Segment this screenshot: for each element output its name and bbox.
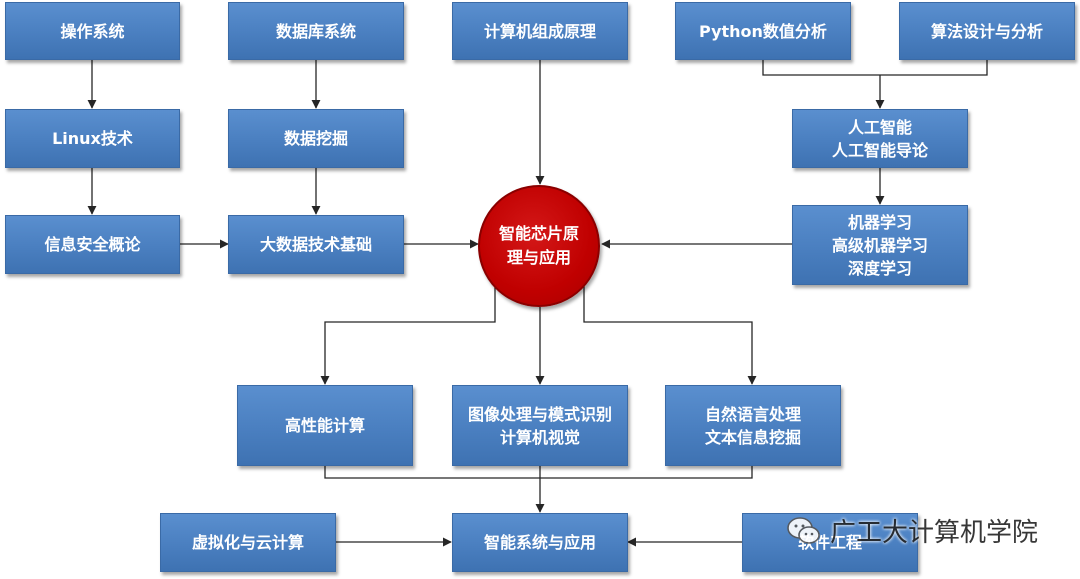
node-os: 操作系统 — [5, 2, 180, 60]
watermark-text: 广工大计算机学院 — [830, 518, 1039, 548]
node-algo: 算法设计与分析 — [899, 2, 1075, 60]
node-nlp: 自然语言处理 文本信息挖掘 — [665, 385, 841, 466]
node-mining: 数据挖掘 — [228, 109, 404, 168]
edge-python-algo-merge — [762, 60, 988, 76]
node-linux: Linux技术 — [5, 109, 180, 168]
node-arch: 计算机组成原理 — [452, 2, 628, 60]
node-sys: 智能系统与应用 — [452, 513, 628, 572]
node-security: 信息安全概论 — [5, 215, 180, 274]
edge-center-nlp — [583, 279, 757, 385]
node-bigdata: 大数据技术基础 — [228, 215, 404, 274]
wechat-icon — [787, 516, 820, 544]
watermark: 广工大计算机学院 — [786, 512, 1038, 549]
node-ml: 机器学习 高级机器学习 深度学习 — [792, 205, 968, 285]
node-db: 数据库系统 — [228, 2, 404, 60]
node-cv: 图像处理与模式识别 计算机视觉 — [452, 385, 628, 466]
edge-center-hpc — [320, 279, 496, 385]
node-ai: 人工智能 人工智能导论 — [792, 109, 968, 168]
node-virt: 虚拟化与云计算 — [160, 513, 336, 572]
node-python: Python数值分析 — [675, 2, 851, 60]
node-hpc: 高性能计算 — [237, 385, 413, 466]
node-center: 智能芯片原 理与应用 — [478, 185, 600, 307]
edge-bottom-merge — [324, 466, 753, 479]
